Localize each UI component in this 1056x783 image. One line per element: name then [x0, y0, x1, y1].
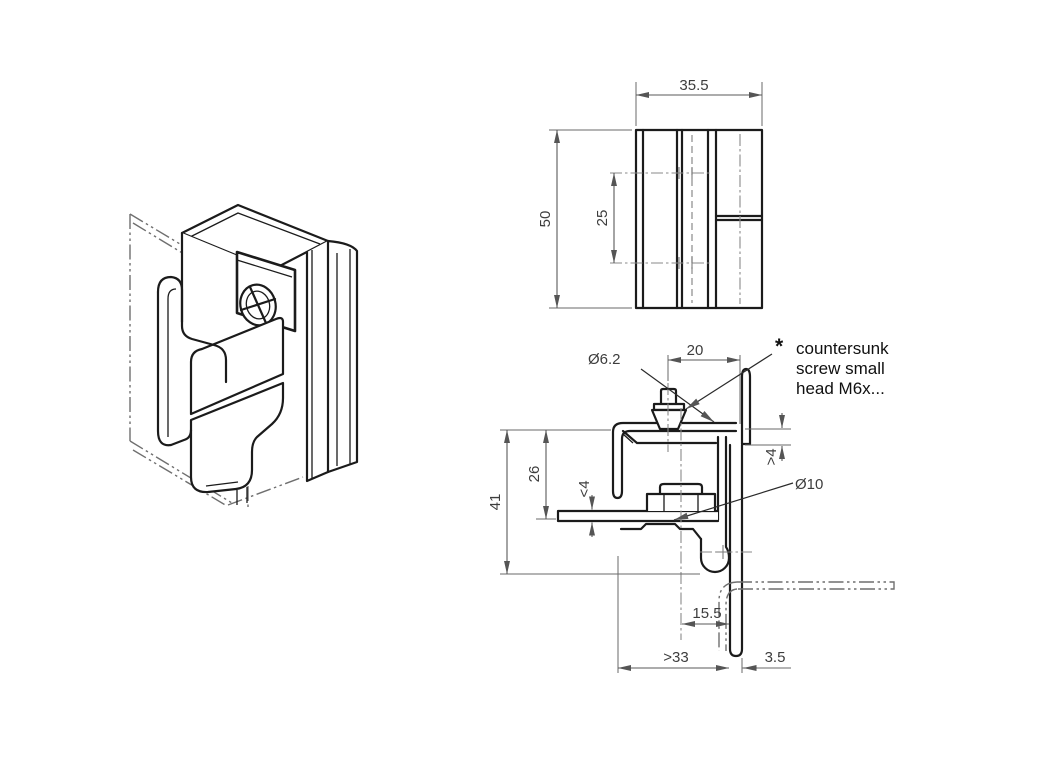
note-line-2: screw small: [796, 359, 885, 378]
note-line-3: head M6x...: [796, 379, 885, 398]
frame-bar-chamfer: [622, 433, 634, 444]
dim-edge-gap-label: >4: [763, 448, 780, 465]
channel-top-thickness: [189, 212, 321, 245]
leader-pin-dia: [673, 482, 794, 521]
leader-note: [685, 353, 773, 410]
extension-lines: [549, 82, 763, 309]
leaf-split-lines: [714, 214, 764, 222]
jaw-inner-line: [167, 288, 177, 437]
channel-front-corner: [305, 250, 330, 483]
screw-countersunk-head: [650, 408, 688, 431]
phantom-door: [718, 581, 895, 651]
dim-pin-offset-label: 15.5: [692, 605, 721, 622]
leaf-bottom-thickness: [205, 481, 239, 487]
dim-screw-offset-label: 20: [687, 342, 704, 359]
leader-hole-dia: [640, 368, 715, 423]
bolt-head: [658, 482, 704, 496]
leaf-lower-half: [189, 381, 285, 494]
channel-right-flange: [326, 239, 359, 474]
frame-bar: [621, 429, 718, 445]
dim-min-clearance-label: >33: [663, 649, 688, 666]
phillips-cross-icon: [239, 285, 277, 325]
nut-facets: [663, 494, 699, 511]
dim-hole-spacing-label: 25: [594, 210, 611, 227]
door-plate: [556, 509, 720, 523]
dim-pin-dia-label: Ø10: [795, 476, 823, 493]
section-centerlines: [667, 383, 752, 640]
leaf-under-edges: [236, 487, 248, 505]
front-view: 35.5 50 25: [537, 77, 764, 310]
front-view-dimensions: 35.5 50 25: [537, 77, 763, 309]
panel-bottom-edge: [129, 440, 233, 504]
hinge-leaf: [189, 316, 285, 505]
frame-sheet: [728, 443, 744, 658]
section-dimensions: 41 26 <4 20 >4 15.5 >33 3.5 Ø6.2 Ø10: [487, 342, 823, 673]
dim-hole-dia-label: Ø6.2: [588, 351, 621, 368]
clamp-assembly: [235, 250, 297, 333]
fold-lines: [641, 128, 718, 310]
bottom-profile: [619, 522, 703, 541]
jaw-bar: [156, 290, 193, 447]
dim-frame-thickness-label: 3.5: [765, 649, 786, 666]
door-sheet-lines: [737, 581, 895, 590]
dim-width-label: 35.5: [679, 77, 708, 94]
channel-flange-fold-lines: [336, 249, 351, 466]
screw-note: * countersunk screw small head M6x...: [685, 335, 889, 410]
dim-height-label: 50: [537, 211, 554, 228]
section-view: 41 26 <4 20 >4 15.5 >33 3.5 Ø6.2 Ø10: [487, 335, 895, 673]
pin-center-cross: [716, 545, 730, 559]
dim-height-label: 41: [487, 494, 504, 511]
panel-lower-right-edge: [227, 476, 304, 506]
centerline-ticks: [678, 167, 693, 269]
hole-centerlines: [610, 172, 712, 264]
note-line-1: countersunk: [796, 339, 889, 358]
dim-depth-label: 26: [526, 466, 543, 483]
jaw-hook: [156, 275, 228, 384]
door-bend-outer: [718, 581, 738, 651]
clamp-jaw: [156, 275, 228, 447]
door-bend-inner: [725, 588, 738, 651]
dim-door-gap-label: <4: [576, 480, 593, 497]
pin-lobe: [699, 435, 731, 574]
note-marker: *: [775, 335, 784, 358]
frame-edge-fold: [740, 367, 752, 446]
front-view-part: [610, 128, 764, 310]
isometric-view: [129, 203, 359, 510]
clamp-plate-thickness: [236, 259, 293, 278]
channel-corner-face: [307, 241, 328, 481]
leaf-upper-half: [189, 316, 285, 416]
